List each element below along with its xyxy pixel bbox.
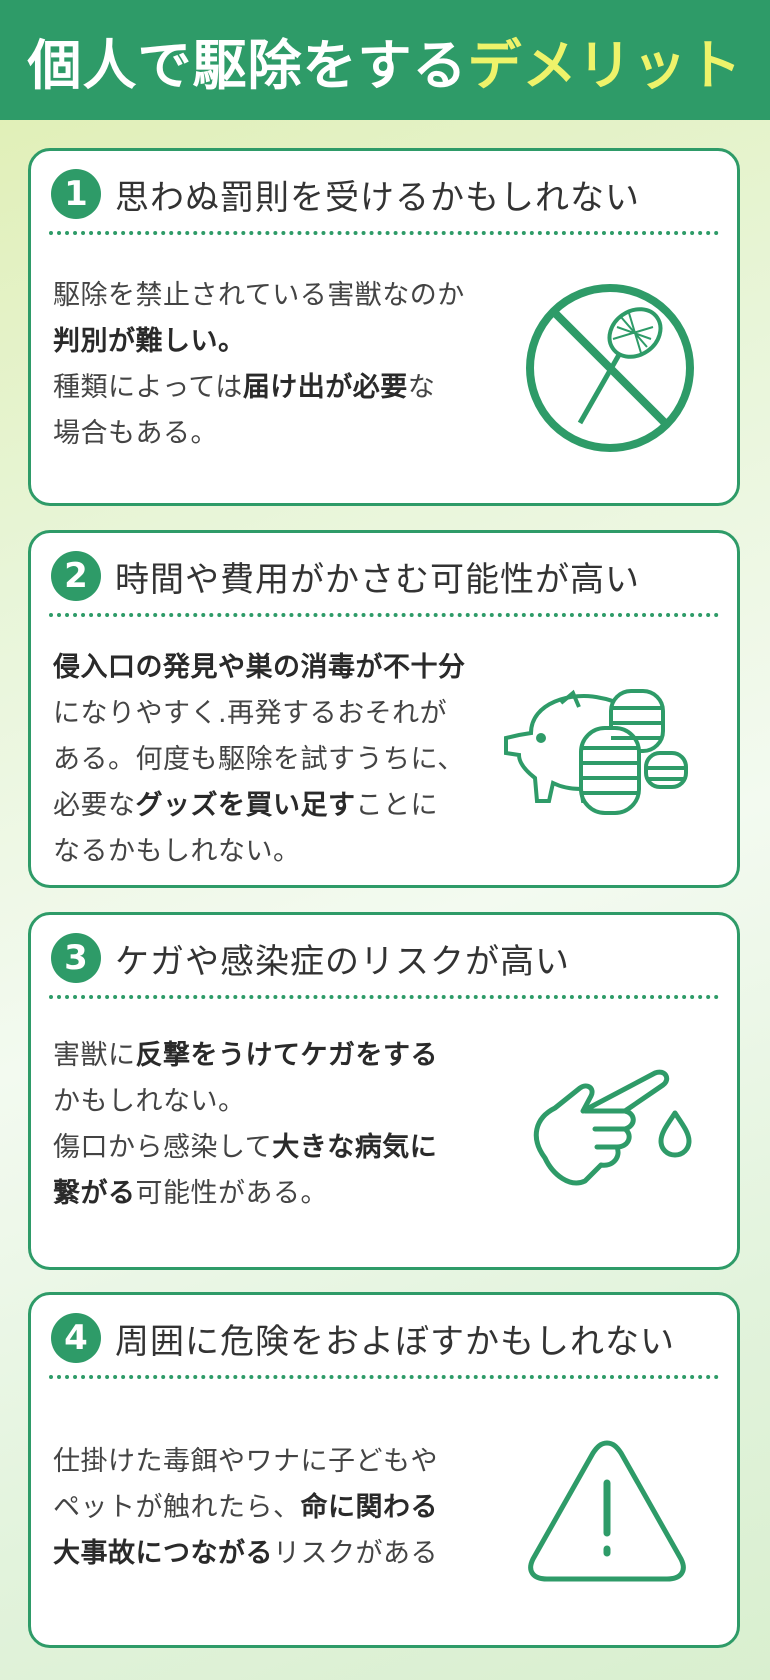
emphasis-text: 大きな病気に xyxy=(272,1132,438,1163)
card-heading: 4 周囲に危険をおよぼすかもしれない xyxy=(51,1313,675,1363)
body-text-segment: 可能性がある。 xyxy=(135,1178,328,1209)
body-line: 仕掛けた毒餌やワナに子どもや xyxy=(53,1439,493,1485)
body-line: 場合もある。 xyxy=(53,411,493,457)
body-text-segment: な xyxy=(407,372,436,403)
emphasis-text: 繋がる xyxy=(53,1178,136,1209)
body-line: 駆除を禁止されている害獣なのか xyxy=(53,273,493,319)
card-body-text: 仕掛けた毒餌やワナに子どもやペットが触れたら、命に関わる大事故につながるリスクが… xyxy=(53,1439,493,1577)
body-line: 種類によっては届け出が必要な xyxy=(53,365,493,411)
card-title: 周囲に危険をおよぼすかもしれない xyxy=(115,1321,675,1362)
body-line: かもしれない。 xyxy=(53,1079,493,1125)
body-text-segment: ペットが触れたら、 xyxy=(53,1492,301,1523)
card-body-text: 害獣に反撃をうけてケガをするかもしれない。傷口から感染して大きな病気に繋がる可能… xyxy=(53,1033,493,1217)
emphasis-text: グッズを買い足す xyxy=(135,790,356,821)
emphasis-text: 反撃をうけてケガをする xyxy=(135,1040,438,1071)
page-header: 個人で駆除をするデメリット xyxy=(0,0,770,120)
body-text-segment: ことに xyxy=(355,790,438,821)
body-text-segment: ある。何度も駆除を試すうちに、 xyxy=(53,744,465,775)
body-line: 繋がる可能性がある。 xyxy=(53,1171,493,1217)
emphasis-text: 判別が難しい。 xyxy=(53,326,246,357)
body-line: ある。何度も駆除を試すうちに、 xyxy=(53,737,493,783)
card-heading: 1 思わぬ罰則を受けるかもしれない xyxy=(51,169,640,219)
body-text-segment: 場合もある。 xyxy=(53,418,218,449)
card-heading: 2 時間や費用がかさむ可能性が高い xyxy=(51,551,640,601)
body-text-segment: 仕掛けた毒餌やワナに子どもや xyxy=(53,1446,438,1477)
body-line: 侵入口の発見や巣の消毒が不十分 xyxy=(53,645,493,691)
dotted-divider xyxy=(49,231,719,235)
body-text-segment: 種類によっては xyxy=(53,372,243,403)
body-line: 必要なグッズを買い足すことに xyxy=(53,783,493,829)
emphasis-text: 大事故につながる xyxy=(53,1538,273,1569)
dotted-divider xyxy=(49,613,719,617)
body-text-segment: リスクがある xyxy=(273,1538,438,1569)
card-body-text: 侵入口の発見や巣の消毒が不十分になりやすく.再発するおそれがある。何度も駆除を試… xyxy=(53,645,493,875)
card-body-text: 駆除を禁止されている害獣なのか判別が難しい。種類によっては届け出が必要な場合もあ… xyxy=(53,273,493,457)
dotted-divider xyxy=(49,1375,719,1379)
body-line: 害獣に反撃をうけてケガをする xyxy=(53,1033,493,1079)
body-text-segment: 必要な xyxy=(53,790,136,821)
body-text-segment: 駆除を禁止されている害獣なのか xyxy=(53,280,465,311)
demerit-card-3: 3 ケガや感染症のリスクが高い 害獣に反撃をうけてケガをするかもしれない。傷口か… xyxy=(28,912,740,1270)
header-title-accent: デメリット xyxy=(467,33,743,97)
body-text-segment: かもしれない。 xyxy=(53,1086,246,1117)
body-line: 大事故につながるリスクがある xyxy=(53,1531,493,1577)
number-badge: 2 xyxy=(51,551,101,601)
emphasis-text: 命に関わる xyxy=(300,1492,438,1523)
body-line: 判別が難しい。 xyxy=(53,319,493,365)
no-net-icon xyxy=(525,283,695,453)
demerit-card-1: 1 思わぬ罰則を受けるかもしれない 駆除を禁止されている害獣なのか判別が難しい。… xyxy=(28,148,740,506)
number-badge: 1 xyxy=(51,169,101,219)
demerit-card-2: 2 時間や費用がかさむ可能性が高い 侵入口の発見や巣の消毒が不十分になりやすく.… xyxy=(28,530,740,888)
body-text-segment: なるかもしれない。 xyxy=(53,836,301,867)
body-line: ペットが触れたら、命に関わる xyxy=(53,1485,493,1531)
number-badge: 4 xyxy=(51,1313,101,1363)
dotted-divider xyxy=(49,995,719,999)
number-badge: 3 xyxy=(51,933,101,983)
emphasis-text: 届け出が必要 xyxy=(242,372,408,403)
body-line: なるかもしれない。 xyxy=(53,829,493,875)
demerit-card-4: 4 周囲に危険をおよぼすかもしれない 仕掛けた毒餌やワナに子どもやペットが触れた… xyxy=(28,1292,740,1648)
bleeding-finger-icon xyxy=(525,1063,695,1193)
header-title-main: 個人で駆除をする xyxy=(27,33,468,97)
card-title: ケガや感染症のリスクが高い xyxy=(115,941,570,982)
body-line: になりやすく.再発するおそれが xyxy=(53,691,493,737)
piggy-bank-coins-icon xyxy=(501,683,691,823)
card-heading: 3 ケガや感染症のリスクが高い xyxy=(51,933,570,983)
body-text-segment: 害獣に xyxy=(53,1040,136,1071)
warning-triangle-icon xyxy=(525,1435,689,1585)
body-text-segment: 傷口から感染して xyxy=(53,1132,273,1163)
body-line: 傷口から感染して大きな病気に xyxy=(53,1125,493,1171)
body-text-segment: になりやすく.再発するおそれが xyxy=(53,698,448,729)
card-title: 時間や費用がかさむ可能性が高い xyxy=(115,559,640,600)
emphasis-text: 侵入口の発見や巣の消毒が不十分 xyxy=(53,652,466,683)
card-title: 思わぬ罰則を受けるかもしれない xyxy=(115,177,640,218)
